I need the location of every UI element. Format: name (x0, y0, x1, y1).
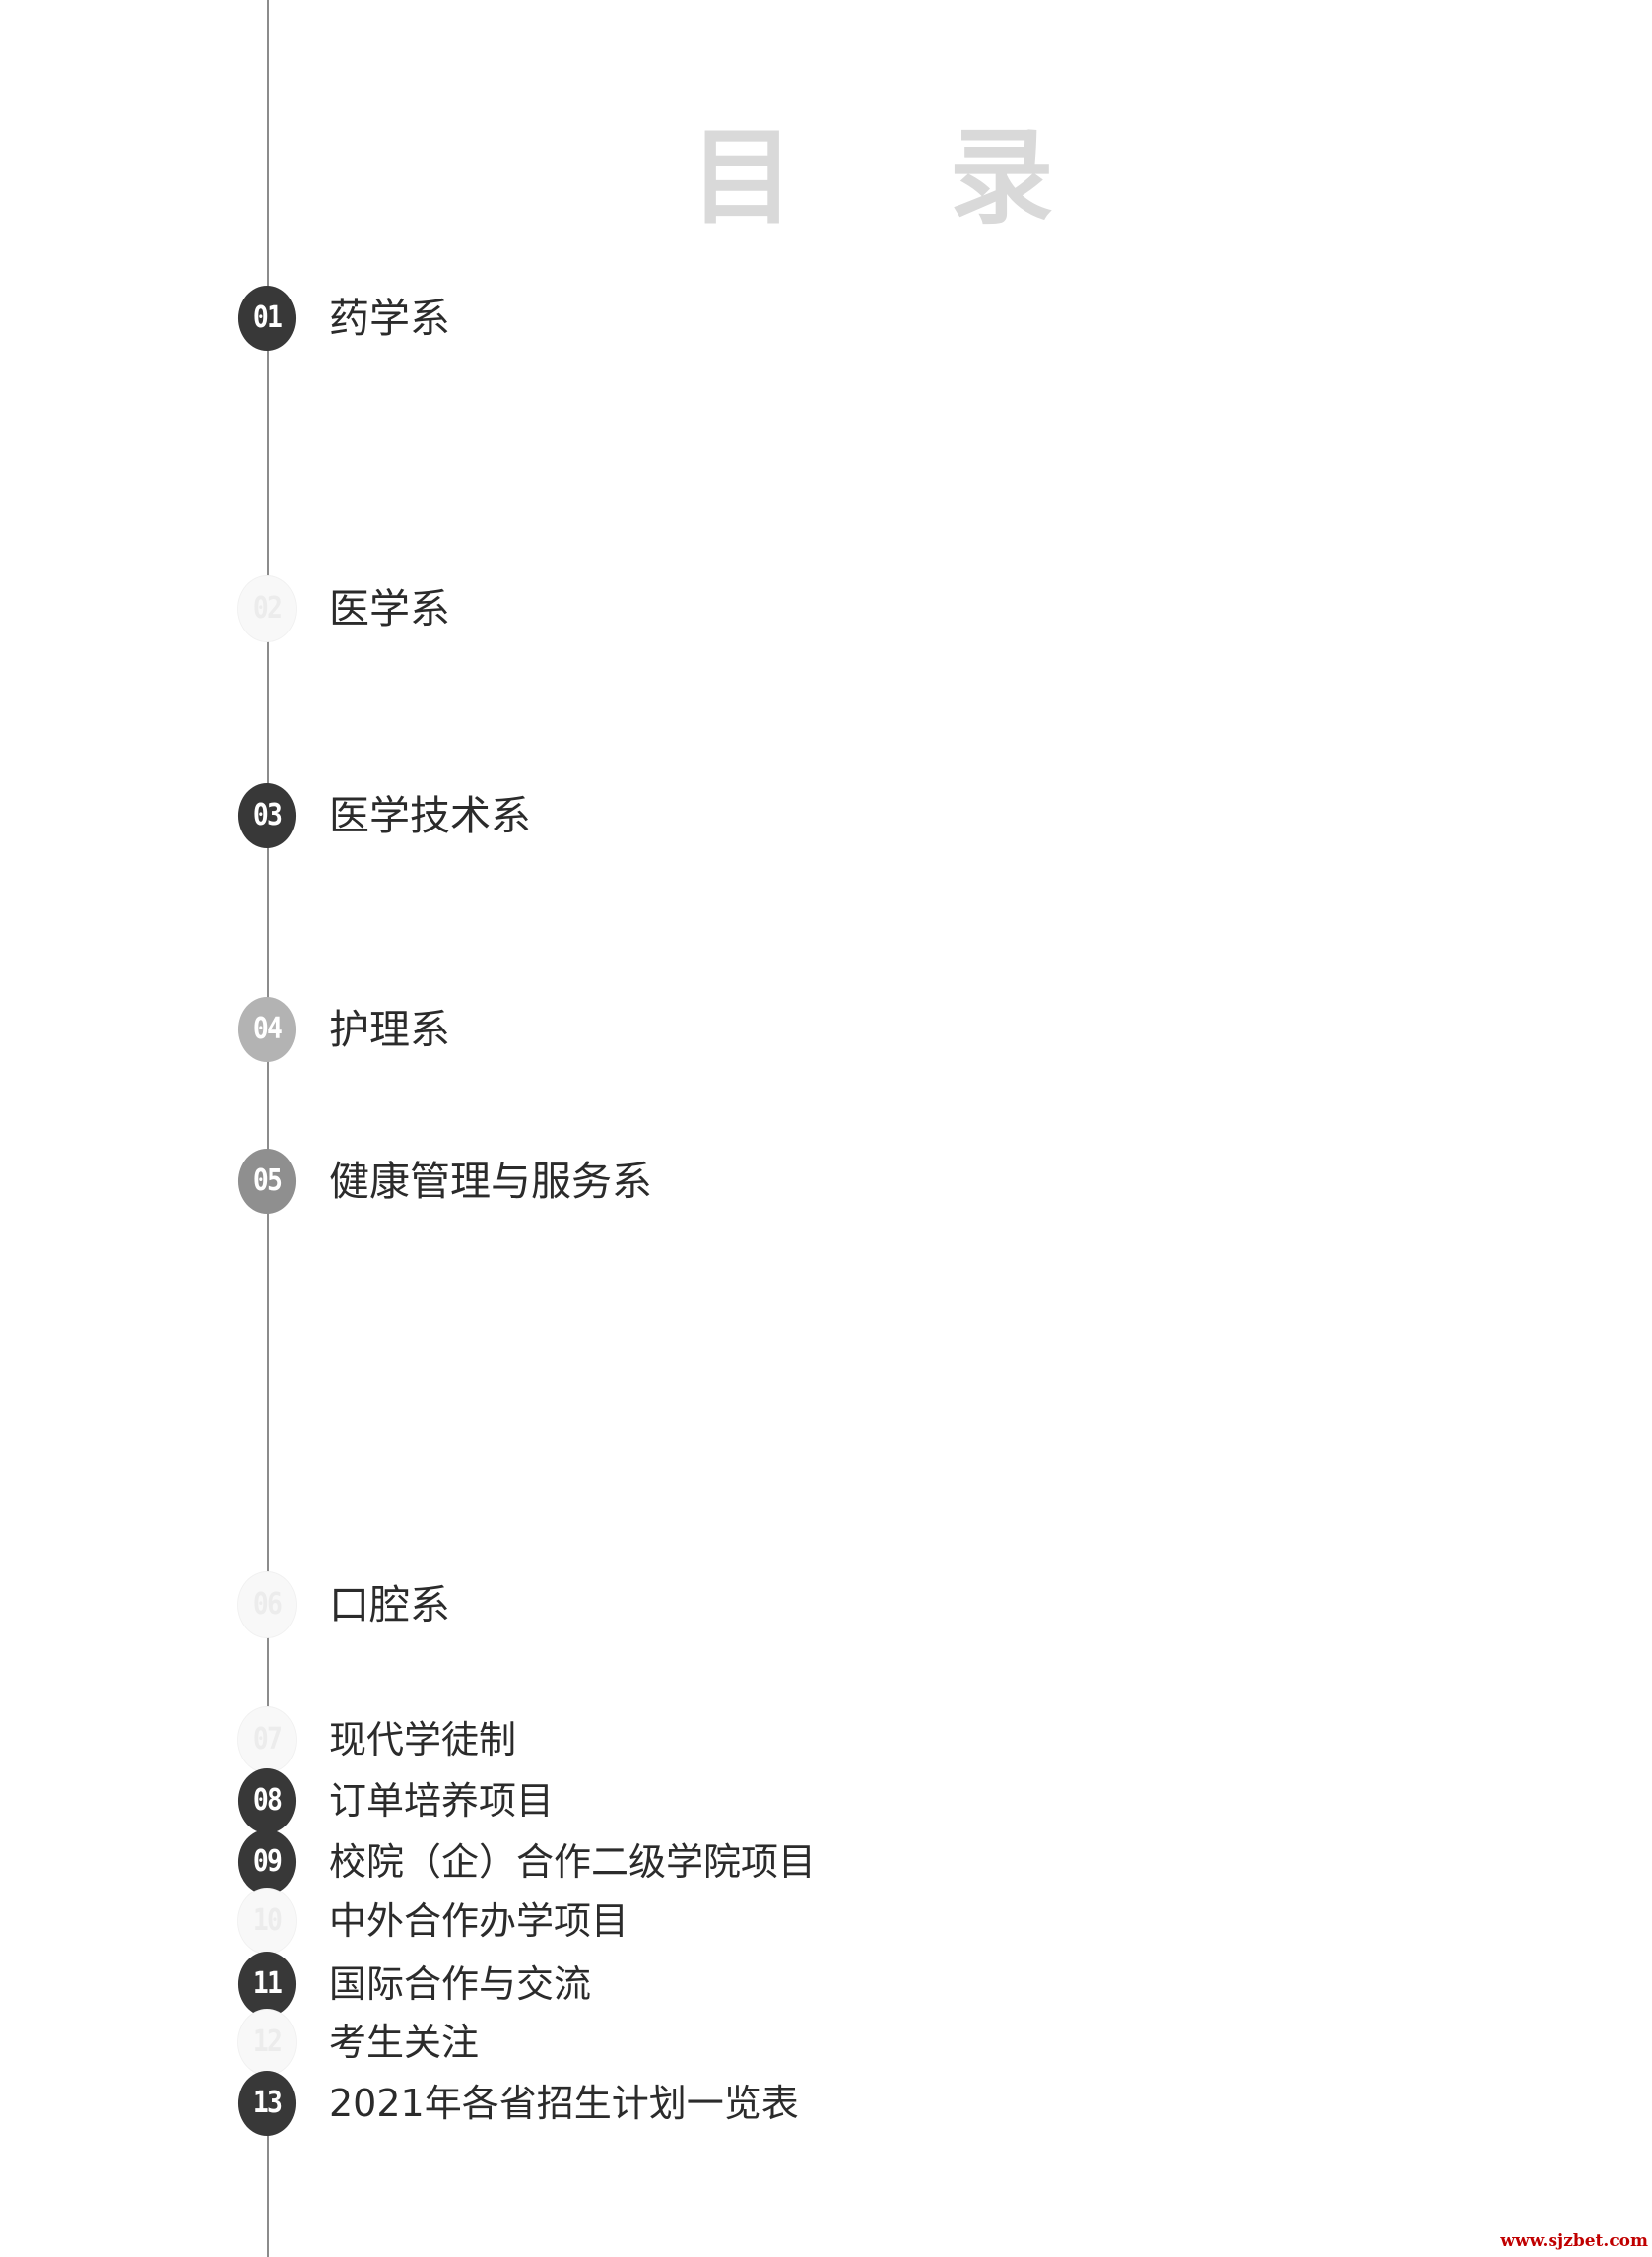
toc-entry-label: 2021年各省招生计划一览表 (329, 2082, 799, 2125)
toc-entry-12[interactable]: 12 考生关注 (0, 2010, 985, 2079)
toc-entry-label: 订单培养项目 (329, 1779, 555, 1823)
toc-entry-10[interactable]: 10 中外合作办学项目 (0, 1889, 985, 1958)
number-badge: 10 (237, 1889, 297, 1954)
number-badge: 12 (237, 2010, 297, 2075)
number-badge: 05 (237, 1149, 297, 1214)
toc-entry-label: 校院（企）合作二级学院项目 (329, 1840, 817, 1884)
number-badge: 09 (237, 1829, 297, 1894)
toc-entry-label: 现代学徒制 (329, 1718, 517, 1761)
number-badge: 03 (237, 783, 297, 848)
toc-entry-11[interactable]: 11 国际合作与交流 (0, 1952, 985, 2021)
number-badge: 06 (237, 1572, 297, 1637)
toc-entry-label: 医学技术系 (329, 792, 531, 839)
number-badge: 07 (237, 1707, 297, 1772)
number-badge: 02 (237, 576, 297, 641)
toc-entry-label: 中外合作办学项目 (329, 1899, 629, 1943)
watermark-text: www.sjzbet.com (1500, 2231, 1648, 2251)
toc-entry-13[interactable]: 13 2021年各省招生计划一览表 (0, 2071, 985, 2140)
toc-entry-02[interactable]: 02 医学系 (0, 576, 985, 645)
toc-entry-09[interactable]: 09 校院（企）合作二级学院项目 (0, 1829, 985, 1898)
toc-entry-06[interactable]: 06 口腔系 (0, 1572, 985, 1641)
toc-entry-03[interactable]: 03 医学技术系 (0, 783, 985, 852)
toc-entry-label: 医学系 (329, 585, 450, 632)
toc-entry-01[interactable]: 01 药学系 (0, 286, 985, 355)
toc-entry-label: 考生关注 (329, 2021, 480, 2064)
toc-entry-label: 健康管理与服务系 (329, 1158, 652, 1205)
toc-entry-08[interactable]: 08 订单培养项目 (0, 1768, 985, 1837)
toc-entry-07[interactable]: 07 现代学徒制 (0, 1707, 985, 1776)
toc-entry-04[interactable]: 04 护理系 (0, 997, 985, 1066)
toc-entry-label: 药学系 (329, 295, 450, 342)
number-badge: 11 (237, 1952, 297, 2017)
toc-entry-label: 口腔系 (329, 1581, 450, 1628)
number-badge: 08 (237, 1768, 297, 1833)
number-badge: 04 (237, 997, 297, 1062)
toc-entry-label: 护理系 (329, 1006, 450, 1053)
toc-entry-label: 国际合作与交流 (329, 1962, 592, 2006)
number-badge: 01 (237, 286, 297, 351)
page-title: 目 录 (690, 117, 1113, 238)
number-badge: 13 (237, 2071, 297, 2136)
toc-entry-05[interactable]: 05 健康管理与服务系 (0, 1149, 985, 1218)
timeline-line (267, 0, 269, 2257)
